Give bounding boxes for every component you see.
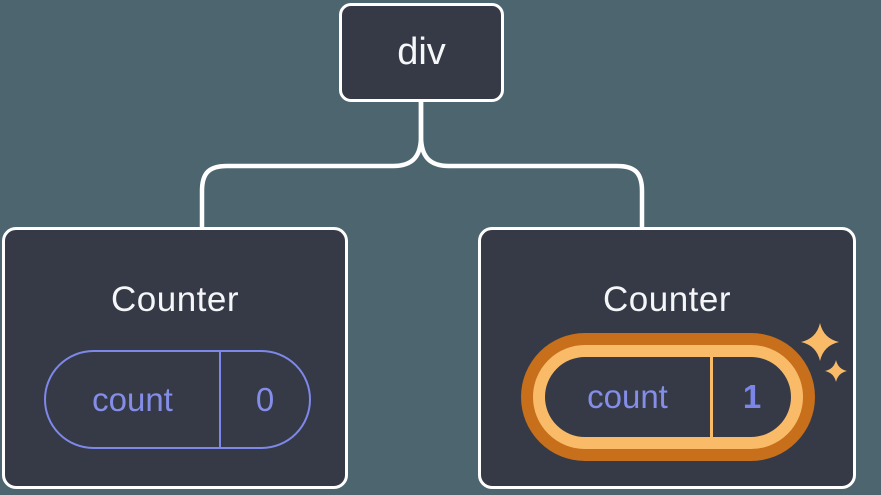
state-key: count [545, 357, 713, 437]
component-title: Counter [110, 280, 240, 319]
state-value: 1 [742, 378, 762, 415]
state-value: 0 [255, 380, 275, 418]
sparkle-icon [801, 323, 847, 382]
component-title: Counter [602, 280, 732, 319]
state-pill: count 0 [44, 350, 311, 449]
counter-card-left: Counter count 0 [2, 227, 348, 489]
counter-card-right: Counter count 1 [478, 227, 856, 489]
root-node-label: div [397, 31, 446, 73]
state-key: count [46, 352, 221, 447]
root-node-div: div [339, 3, 504, 102]
state-pill-highlighted: count 1 [533, 345, 803, 449]
